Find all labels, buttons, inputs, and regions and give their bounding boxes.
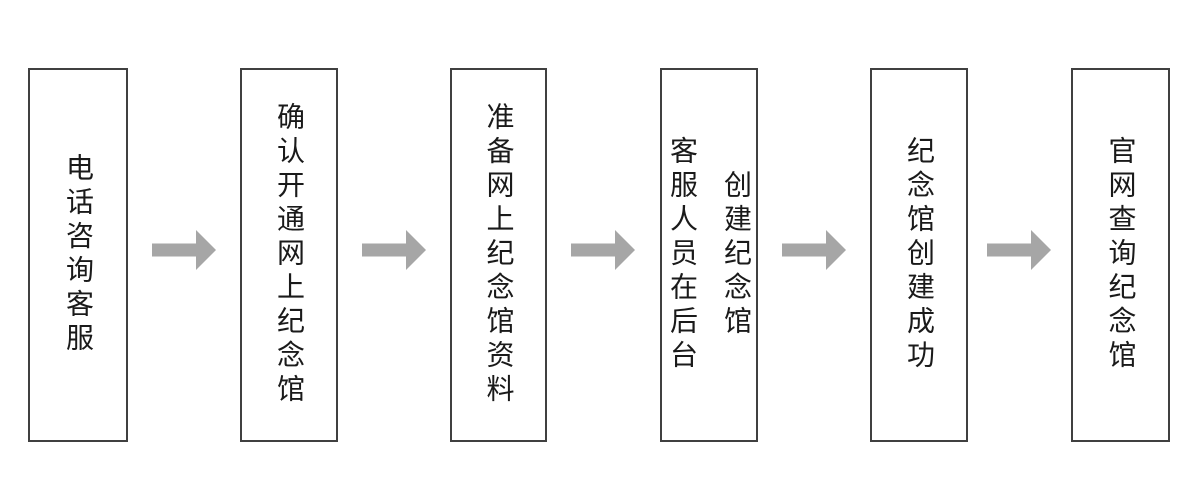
arrow-right-icon xyxy=(152,230,216,270)
arrow-head xyxy=(196,230,216,270)
arrow-head xyxy=(1031,230,1051,270)
flow-step-label: 纪念馆创建成功 xyxy=(892,136,946,374)
flow-step-3: 准备网上纪念馆资料 xyxy=(450,68,547,442)
flow-step-text: 官网查询纪念馆 xyxy=(1105,136,1137,374)
flow-step-5: 纪念馆创建成功 xyxy=(870,68,968,442)
arrow-shaft xyxy=(571,243,616,257)
flow-step-label: 官网查询纪念馆 xyxy=(1094,136,1148,374)
flow-step-text: 客服人员在后台 xyxy=(667,136,698,374)
flow-step-text: 纪念馆创建成功 xyxy=(904,136,935,374)
flow-step-text: 准备网上纪念馆资料 xyxy=(483,102,515,408)
flow-step-label: 客服人员在后台 创建纪念馆 xyxy=(655,136,763,374)
flow-step-4: 客服人员在后台 创建纪念馆 xyxy=(660,68,758,442)
flow-step-6: 官网查询纪念馆 xyxy=(1071,68,1170,442)
flow-step-text: 电话咨询客服 xyxy=(63,153,94,357)
arrow-head xyxy=(406,230,426,270)
arrow-head xyxy=(615,230,635,270)
arrow-right-icon xyxy=(571,230,635,270)
arrow-head xyxy=(826,230,846,270)
flow-step-1: 电话咨询客服 xyxy=(28,68,128,442)
arrow-shaft xyxy=(782,243,827,257)
flow-step-text: 创建纪念馆 xyxy=(721,170,752,340)
flow-step-label: 电话咨询客服 xyxy=(51,153,105,357)
arrow-shaft xyxy=(362,243,407,257)
arrow-shaft xyxy=(152,243,197,257)
flow-step-label: 准备网上纪念馆资料 xyxy=(472,102,526,408)
flow-step-label: 确认开通网上纪念馆 xyxy=(262,102,316,408)
flow-step-text: 确认开通网上纪念馆 xyxy=(274,102,305,408)
arrow-right-icon xyxy=(987,230,1051,270)
flow-step-2: 确认开通网上纪念馆 xyxy=(240,68,338,442)
arrow-shaft xyxy=(987,243,1032,257)
arrow-right-icon xyxy=(782,230,846,270)
arrow-right-icon xyxy=(362,230,426,270)
